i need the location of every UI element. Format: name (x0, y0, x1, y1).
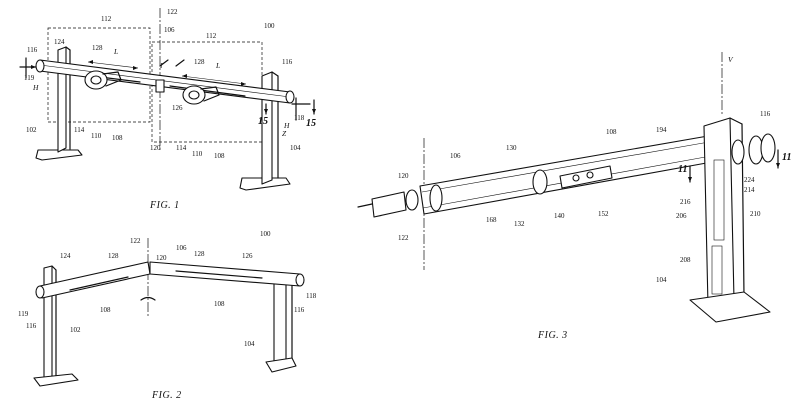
label-120: 120 (150, 144, 161, 152)
length-arrows (87, 60, 247, 86)
label-V: V (728, 55, 734, 64)
label-110-right: 110 (192, 150, 203, 158)
label-118-fig2: 118 (306, 292, 317, 300)
label-104-fig3: 104 (656, 276, 667, 284)
hub-110-left (84, 70, 122, 90)
label-100: 100 (264, 22, 275, 30)
center-joint-126 (155, 79, 165, 93)
label-116-left-fig2: 116 (26, 322, 37, 330)
label-116-fig3: 116 (760, 110, 771, 118)
rotation-arrow (140, 296, 156, 301)
hub-140 (532, 169, 548, 195)
fig3-caption: FIG. 3 (537, 330, 568, 341)
label-216: 216 (680, 198, 691, 206)
end-cap-116-right (285, 90, 295, 104)
label-208: 208 (680, 256, 691, 264)
label-124: 124 (54, 38, 65, 46)
label-122: 122 (167, 8, 178, 16)
label-section-15-b: 15 (306, 118, 316, 129)
label-section-15-a: 15 (258, 116, 268, 127)
figure-2: 100 122 106 120 128 128 124 126 119 116 … (18, 230, 317, 401)
label-120-fig3: 120 (398, 172, 409, 180)
label-116-right-fig2: 116 (294, 306, 305, 314)
label-118: 118 (294, 114, 305, 122)
label-110-left: 110 (91, 132, 102, 140)
figure-3: V 116 108 106 130 194 120 122 168 132 14… (357, 52, 791, 341)
label-L-left: L (113, 47, 118, 56)
label-224: 224 (744, 176, 755, 184)
label-106-fig2: 106 (176, 244, 187, 252)
label-108-b-fig2: 108 (214, 300, 225, 308)
label-120-fig2: 120 (156, 254, 167, 262)
label-214: 214 (744, 186, 755, 194)
beam-106 (39, 59, 291, 104)
label-112-left: 112 (101, 15, 112, 23)
hub-110-right (182, 85, 220, 105)
label-122-fig2: 122 (130, 237, 141, 245)
label-106: 106 (164, 26, 175, 34)
label-126: 126 (172, 104, 183, 112)
label-108-left: 108 (112, 134, 123, 142)
label-Z: Z (282, 129, 287, 138)
label-114-right: 114 (176, 144, 187, 152)
label-130: 130 (506, 144, 517, 152)
label-128-a-fig2: 128 (108, 252, 119, 260)
leg-104-fig3 (689, 117, 771, 323)
leg-104-fig2 (265, 273, 297, 373)
label-H-left: H (32, 83, 39, 92)
label-140: 140 (554, 212, 565, 220)
label-194: 194 (656, 126, 667, 134)
label-210: 210 (750, 210, 761, 218)
label-119-fig2: 119 (18, 310, 29, 318)
body-152 (559, 165, 613, 189)
fig1-caption: FIG. 1 (149, 200, 180, 211)
label-108-fig3: 108 (606, 128, 617, 136)
label-124-fig2: 124 (60, 252, 71, 260)
label-206: 206 (676, 212, 687, 220)
label-126-fig2: 126 (242, 252, 253, 260)
label-112-right: 112 (206, 32, 217, 40)
beam-126-fig2 (149, 261, 301, 287)
label-102-fig2: 102 (70, 326, 81, 334)
label-116-right: 116 (282, 58, 293, 66)
end-cap-116-left-fig2 (35, 285, 45, 299)
label-104: 104 (290, 144, 301, 152)
region-112-left (47, 27, 151, 123)
label-section-11-a: 11 (678, 164, 687, 175)
label-104-fig2: 104 (244, 340, 255, 348)
end-cap-116-right-fig2 (295, 273, 305, 287)
label-108-a-fig2: 108 (100, 306, 111, 314)
label-arrow-I: I (159, 61, 163, 70)
label-168: 168 (486, 216, 497, 224)
label-102: 102 (26, 126, 37, 134)
cord (357, 203, 373, 208)
label-128-left: 128 (92, 44, 103, 52)
end-cap-116-fig3 (731, 133, 776, 165)
label-132: 132 (514, 220, 525, 228)
figure-1: 112 112 100 122 106 124 128 128 L L 116 … (19, 8, 316, 211)
connector-120 (371, 191, 407, 218)
label-116-left: 116 (27, 46, 38, 54)
label-108-right: 108 (214, 152, 225, 160)
label-152: 152 (598, 210, 609, 218)
fig2-caption: FIG. 2 (151, 390, 182, 401)
label-106-fig3: 106 (450, 152, 461, 160)
end-cap-116-left (35, 59, 45, 73)
label-L-right: L (215, 61, 220, 70)
label-128-right: 128 (194, 58, 205, 66)
label-122-fig3: 122 (398, 234, 409, 242)
label-114-left: 114 (74, 126, 85, 134)
label-H-right: H (283, 121, 290, 130)
label-128-b-fig2: 128 (194, 250, 205, 258)
label-section-11-b: 11 (782, 152, 791, 163)
label-100-fig2: 100 (260, 230, 271, 238)
label-119: 119 (24, 74, 35, 82)
